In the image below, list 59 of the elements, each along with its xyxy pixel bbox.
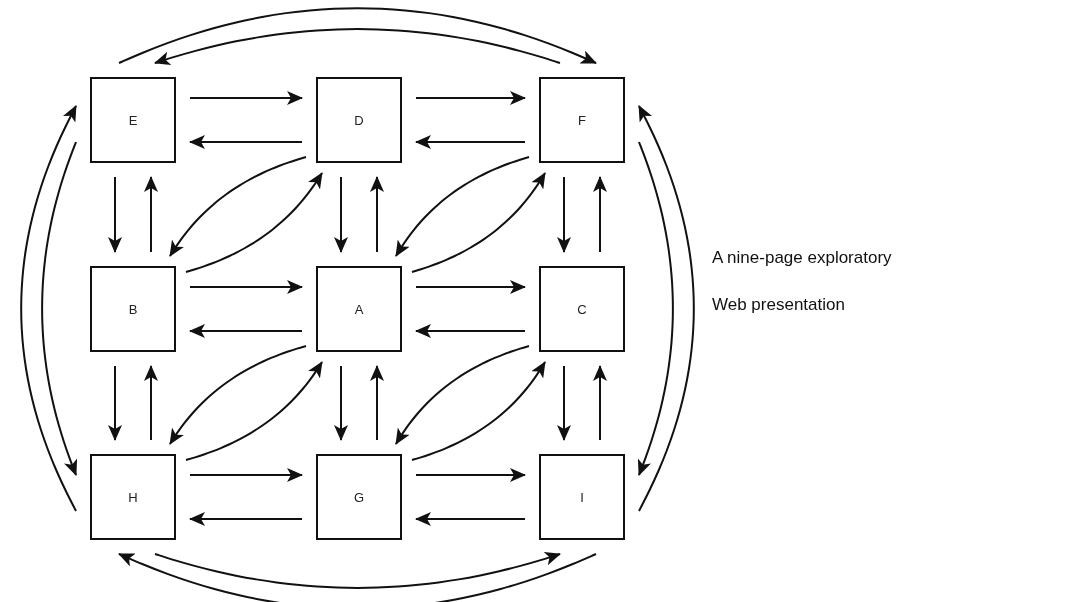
arrow	[638, 105, 695, 512]
page-letter: E	[128, 112, 138, 128]
arrow	[41, 141, 78, 476]
arrow	[415, 324, 526, 338]
page-letter: B	[128, 301, 138, 317]
page-box	[90, 454, 176, 540]
page-letter: C	[577, 301, 587, 317]
arrow	[189, 512, 303, 526]
arrow	[557, 176, 571, 253]
arrow	[144, 365, 158, 441]
page-box	[316, 454, 402, 540]
arrow	[189, 468, 303, 482]
arrow	[637, 141, 674, 476]
arrow	[415, 91, 526, 105]
arrow	[415, 512, 526, 526]
arrow	[370, 176, 384, 253]
page-letter: A	[354, 301, 364, 317]
arrow	[169, 156, 307, 257]
arrow	[370, 365, 384, 441]
description-text: A nine-page exploratory Web presentation	[712, 247, 893, 316]
arrow	[20, 105, 77, 512]
arrow	[415, 468, 526, 482]
arrow	[411, 172, 546, 273]
arrow	[189, 280, 303, 294]
arrow	[415, 135, 526, 149]
arrow	[118, 553, 597, 602]
arrow	[593, 176, 607, 253]
page-letter: G	[353, 489, 365, 505]
arrow	[334, 365, 348, 441]
page-box	[90, 266, 176, 352]
page-letter: I	[580, 489, 584, 505]
arrow	[415, 280, 526, 294]
arrow	[189, 135, 303, 149]
arrow	[593, 365, 607, 441]
page-letter: D	[354, 112, 364, 128]
arrow	[189, 91, 303, 105]
arrow	[108, 176, 122, 253]
page-letter: F	[578, 112, 586, 128]
arrow	[395, 345, 530, 445]
arrow	[108, 365, 122, 441]
arrow	[185, 172, 323, 273]
arrow	[557, 365, 571, 441]
arrow	[144, 176, 158, 253]
arrow	[411, 361, 546, 461]
arrow	[169, 345, 307, 445]
arrow	[154, 551, 561, 589]
page-box	[90, 77, 176, 163]
page-box	[539, 266, 625, 352]
arrow	[334, 176, 348, 253]
arrow	[185, 361, 323, 461]
page-box	[316, 77, 402, 163]
arrow	[154, 28, 561, 66]
page-box	[539, 454, 625, 540]
arrow	[395, 156, 530, 257]
page-letter: H	[128, 489, 138, 505]
page-box	[316, 266, 402, 352]
page-box	[539, 77, 625, 163]
arrow	[118, 7, 597, 64]
arrow	[189, 324, 303, 338]
